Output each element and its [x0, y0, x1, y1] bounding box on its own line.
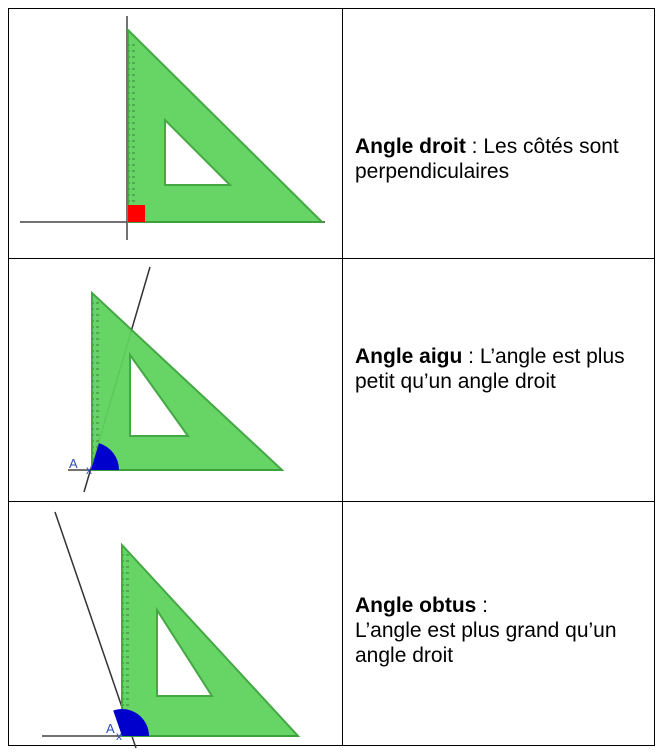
- right-angle-figure: [20, 16, 325, 240]
- row-1-description: Les côtés sont perpendiculaires: [355, 135, 619, 183]
- vertex-label: A: [69, 456, 78, 471]
- row-2-description: L’angle est plus petit qu’un angle droit: [355, 345, 625, 393]
- row-3-description: L’angle est plus grand qu’un angle droit: [355, 619, 617, 667]
- vertex-x: x: [86, 463, 92, 477]
- ruler-ticks: [129, 40, 135, 215]
- ruler-ticks: [93, 300, 99, 460]
- obtuse-angle-mark: [113, 709, 149, 736]
- row-3-separator: :: [476, 594, 488, 617]
- vertex-x: x: [116, 729, 122, 743]
- row-1-title: Angle droit: [355, 135, 466, 158]
- row-2-text: Angle aigu : L’angle est plus petit qu’u…: [355, 344, 655, 394]
- vertex-label: A: [106, 721, 115, 736]
- set-square: [91, 290, 285, 471]
- acute-angle-figure: x A: [68, 266, 285, 493]
- row-1-text: Angle droit : Les côtés sont perpendicul…: [355, 134, 655, 184]
- row-1-separator: :: [465, 135, 484, 158]
- row-3-title: Angle obtus: [355, 594, 477, 617]
- ruler-ticks: [123, 552, 129, 727]
- table-borders: [8, 8, 655, 746]
- set-square: [121, 542, 301, 737]
- row-3-text: Angle obtus :L’angle est plus grand qu’u…: [355, 593, 655, 668]
- row-2-title: Angle aigu: [355, 345, 463, 368]
- obtuse-angle-figure: x A: [42, 511, 301, 749]
- acute-angle-mark: [91, 443, 120, 470]
- row-2-separator: :: [462, 345, 480, 368]
- right-angle-mark: [128, 205, 145, 222]
- set-square: [127, 27, 325, 223]
